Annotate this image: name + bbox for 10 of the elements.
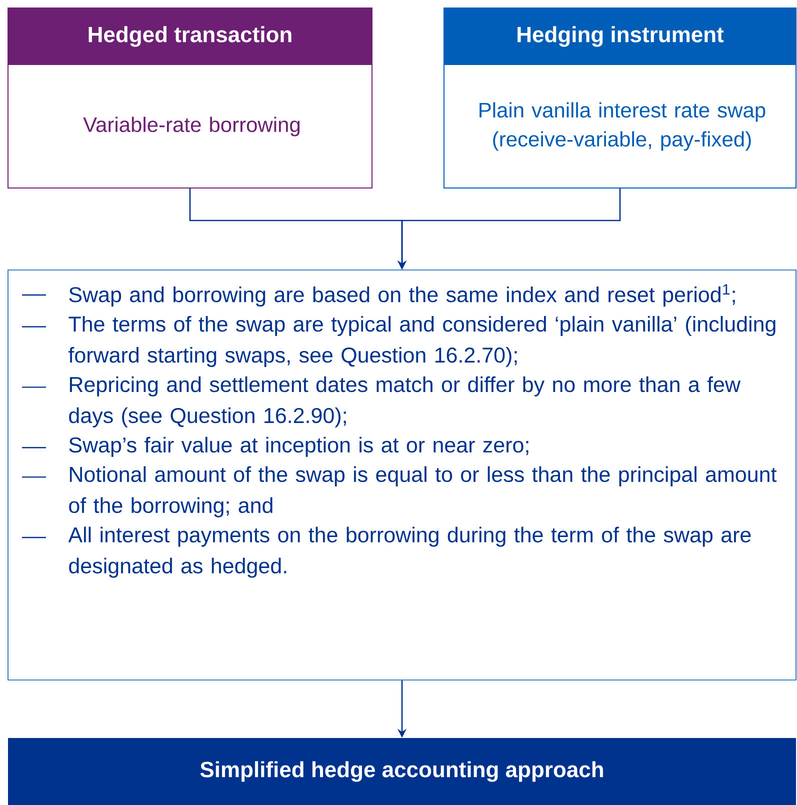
list-item: All interest payments on the borrowing during the term of the swap are designated as hedged.	[68, 526, 751, 578]
conditions-box	[8, 270, 796, 680]
list-item: Notional amount of the swap is equal to or less than the principal amount of the borrowing; and	[69, 466, 777, 518]
list-item: Swap and borrowing are based on the same index and reset period$^{1}$;	[69, 284, 735, 307]
list-item: Repricing and settlement dates match or differ by no more than a few days (see Question 16.2.90);	[69, 376, 741, 428]
process-box: Hedging instrument Plain vanilla interest rate swap (receive-variable, pay-fixed)	[444, 8, 796, 188]
list-item: Swap’s fair value at inception is at or near zero;	[69, 436, 528, 457]
process-box: Hedged transaction Variable-rate borrowing	[8, 8, 372, 188]
list-item: The terms of the swap are typical and considered ‘plain vanilla’ (including forward starting swaps, see Question 16.2.70);	[68, 316, 776, 367]
result-box: Simplified hedge accounting approach	[8, 738, 796, 805]
